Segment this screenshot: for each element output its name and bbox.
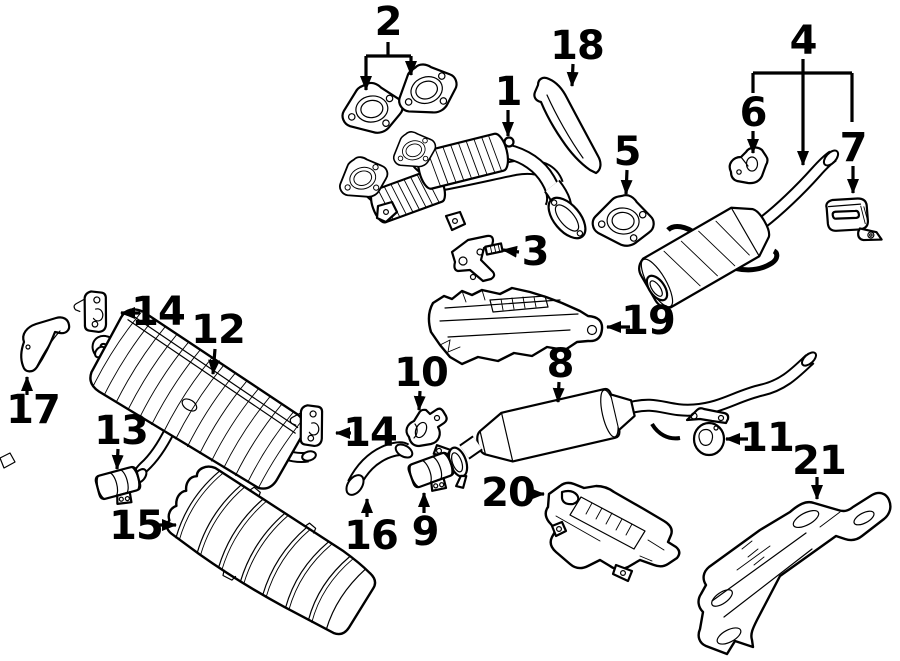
callout-21[interactable]: 21 — [792, 438, 847, 484]
cropped-part-fragment — [0, 452, 16, 469]
leader-8 — [552, 381, 565, 403]
callout-7[interactable]: 7 — [839, 125, 868, 171]
leader-18 — [566, 63, 579, 87]
leader-3 — [502, 245, 520, 258]
part-11-hanger-drawing[interactable] — [685, 407, 730, 457]
callout-18[interactable]: 18 — [550, 23, 605, 69]
part-5-gasket-drawing[interactable] — [589, 191, 658, 250]
part-8-center-muffler-drawing[interactable] — [431, 350, 818, 493]
part-17-heat-shield-drawing[interactable] — [20, 316, 71, 373]
callout-14b[interactable]: 14 — [343, 410, 398, 456]
callout-20[interactable]: 20 — [481, 470, 536, 516]
part-10-bracket-drawing[interactable] — [405, 407, 448, 448]
callout-6[interactable]: 6 — [739, 90, 768, 136]
callout-11[interactable]: 11 — [740, 415, 795, 461]
leader-2-bracket — [366, 42, 411, 58]
part-1-exhaust-manifold-drawing[interactable] — [331, 124, 593, 245]
callout-13[interactable]: 13 — [94, 408, 149, 454]
callout-16[interactable]: 16 — [344, 513, 399, 559]
part-14a-bracket-drawing[interactable] — [71, 289, 110, 335]
leader-13 — [111, 448, 124, 470]
callout-9[interactable]: 9 — [411, 509, 440, 555]
part-3-bracket-drawing[interactable] — [450, 234, 504, 283]
part-2-gasket-left-drawing[interactable] — [337, 77, 407, 139]
leader-lines — [21, 42, 859, 531]
part-7-mount-drawing[interactable] — [825, 194, 883, 247]
part-18-heat-shield-drawing[interactable] — [533, 76, 602, 175]
part-15-heat-shield-drawing[interactable] — [155, 455, 385, 648]
leader-12 — [208, 348, 221, 375]
callout-17[interactable]: 17 — [6, 387, 61, 433]
callout-15[interactable]: 15 — [109, 503, 164, 549]
callout-10[interactable]: 10 — [394, 350, 449, 396]
callout-1[interactable]: 1 — [494, 69, 523, 115]
part-20-heat-shield-drawing[interactable] — [544, 481, 681, 583]
part-16-pipe-drawing[interactable] — [343, 441, 415, 498]
callout-19[interactable]: 19 — [621, 298, 676, 344]
part-19-heat-shield-drawing[interactable] — [427, 286, 604, 366]
callout-14a[interactable]: 14 — [131, 289, 186, 335]
part-4-muffler-assembly-drawing[interactable] — [634, 148, 840, 312]
part-6-bracket-drawing[interactable] — [728, 146, 769, 185]
leader-5 — [620, 169, 633, 195]
part-21-heat-shield-drawing[interactable] — [697, 491, 892, 656]
leader-10 — [413, 390, 426, 411]
callout-5[interactable]: 5 — [613, 129, 642, 175]
callout-12[interactable]: 12 — [191, 307, 246, 353]
callout-3[interactable]: 3 — [521, 229, 550, 275]
callout-4[interactable]: 4 — [789, 18, 818, 64]
callout-2[interactable]: 2 — [374, 0, 403, 45]
callout-8[interactable]: 8 — [546, 341, 575, 387]
